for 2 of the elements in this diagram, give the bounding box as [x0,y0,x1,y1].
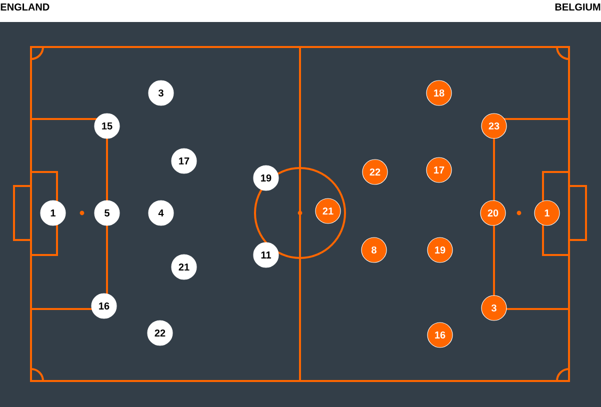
team-name: ENGLAND [0,3,50,11]
team-name: BELGIUM [555,3,600,11]
